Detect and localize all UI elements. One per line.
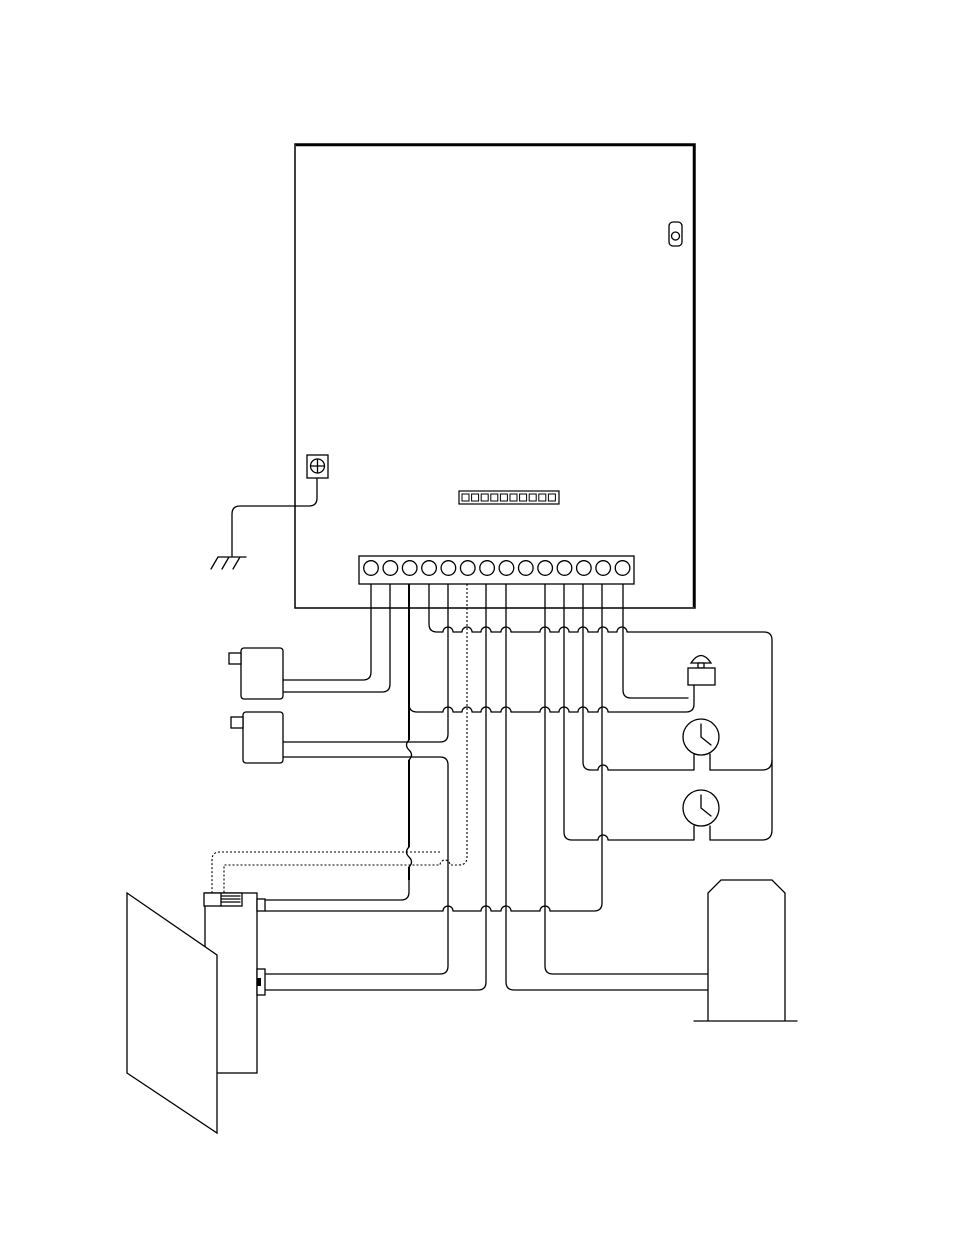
sensor-lens (231, 717, 243, 728)
wire-t1 (283, 580, 371, 680)
control-panel-enclosure (295, 144, 695, 608)
door-assembly (127, 893, 265, 1133)
dip-switch-6[interactable] (510, 494, 517, 501)
terminal-13[interactable] (596, 561, 611, 576)
power-supply-cabinet (694, 880, 797, 1021)
wire-t3-door (257, 880, 409, 900)
dip-switch-bank[interactable] (459, 491, 559, 504)
terminal-strip-frame (359, 556, 634, 584)
terminal-14[interactable] (615, 561, 630, 576)
terminal-4[interactable] (422, 561, 437, 576)
door-hinge-upper (257, 899, 265, 911)
wire-t7 (265, 580, 486, 990)
dip-switch-3[interactable] (481, 494, 488, 501)
motion-sensor-lower (231, 712, 283, 763)
terminal-8[interactable] (499, 561, 514, 576)
wire-top-bus (429, 580, 772, 840)
push-button[interactable] (688, 656, 715, 686)
terminal-12[interactable] (577, 561, 592, 576)
wire-t14 (623, 580, 688, 698)
push-button-cap (691, 656, 711, 664)
terminal-6[interactable] (460, 561, 475, 576)
timer-lower (683, 790, 719, 826)
terminal-9[interactable] (519, 561, 534, 576)
timer-upper (683, 719, 719, 755)
wire-t2 (283, 580, 390, 692)
dip-switch-1[interactable] (462, 494, 469, 501)
dip-switch-9[interactable] (539, 494, 546, 501)
terminal-11[interactable] (557, 561, 572, 576)
wire-t10 (545, 580, 708, 974)
cabinet-icon (708, 880, 785, 1021)
terminal-2[interactable] (383, 561, 398, 576)
dip-switch-4[interactable] (491, 494, 498, 501)
panel-box (295, 144, 695, 608)
terminal-5[interactable] (441, 561, 456, 576)
dip-switch-5[interactable] (500, 494, 507, 501)
strike-icon (257, 978, 261, 986)
push-button-stem (698, 663, 704, 668)
ground-symbol-icon (211, 557, 246, 569)
wire-t5-dotted (212, 852, 440, 893)
wire-t5 (283, 580, 448, 742)
motion-sensor-upper (229, 648, 283, 699)
dip-switch-7[interactable] (520, 494, 527, 501)
dip-switch-8[interactable] (529, 494, 536, 501)
sensor-icon (241, 648, 283, 699)
wire-t8 (506, 580, 708, 990)
switch-knob (672, 232, 680, 240)
push-button-icon (688, 668, 715, 685)
terminal-3[interactable] (402, 561, 417, 576)
tamper-switch[interactable] (669, 222, 682, 246)
terminal-7[interactable] (480, 561, 495, 576)
panel-shadow (296, 145, 694, 607)
ground-lug (307, 455, 328, 478)
dip-switch-10[interactable] (548, 494, 555, 501)
earth-ground (211, 557, 246, 569)
ground-wire (232, 478, 317, 556)
wire-right-loop-mid (710, 760, 772, 770)
dip-switch-2[interactable] (472, 494, 479, 501)
sensor-icon (243, 712, 283, 763)
terminal-strip (359, 556, 634, 584)
sensor-lens (229, 653, 241, 664)
wire-door-upper (265, 580, 602, 911)
terminal-10[interactable] (538, 561, 553, 576)
door-icon (127, 893, 217, 1133)
terminal-1[interactable] (364, 561, 379, 576)
